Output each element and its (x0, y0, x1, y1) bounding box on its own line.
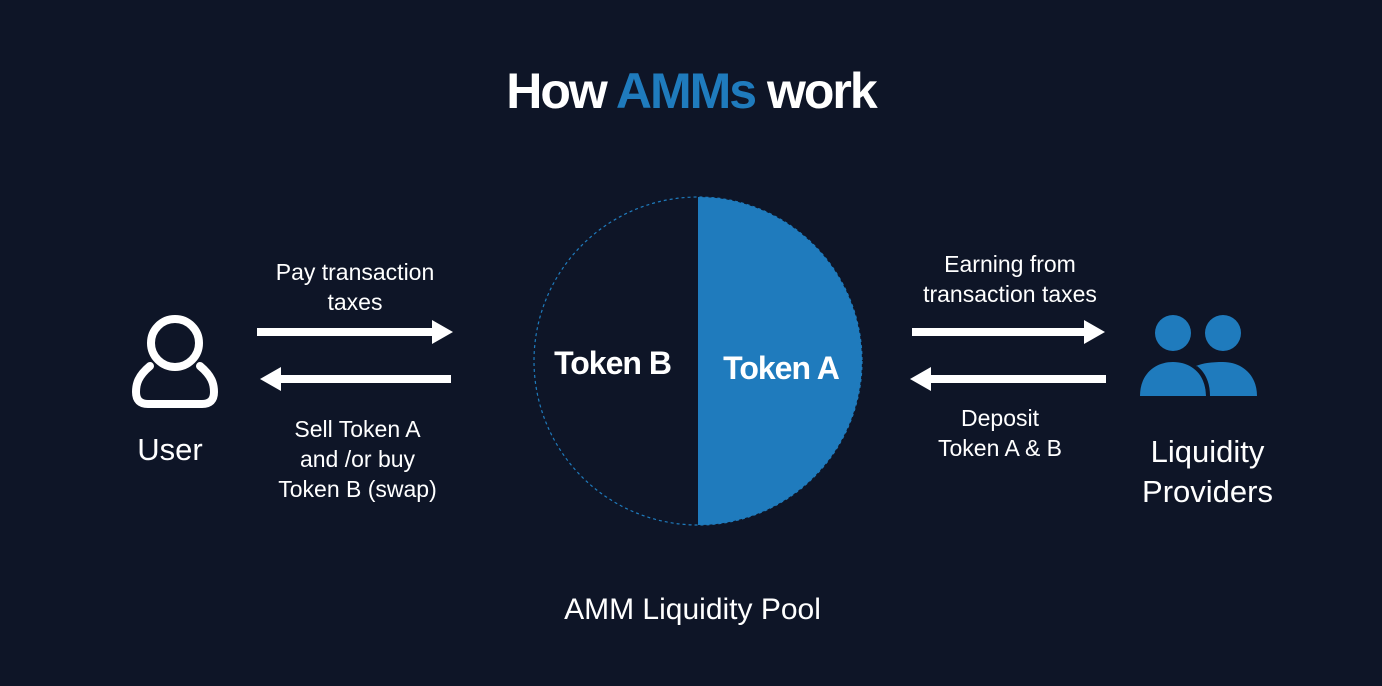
users-group-icon (1140, 315, 1257, 396)
pool-circle-outline (533, 196, 863, 526)
user-label: User (137, 432, 203, 467)
providers-label: Liquidity Providers (1115, 432, 1300, 512)
title-accent: AMMs (615, 63, 757, 119)
title-suffix: work (767, 63, 878, 119)
label-line: Token B (swap) (278, 476, 437, 502)
arrow-user-to-pool (257, 320, 453, 344)
token-b-label: Token B (554, 345, 672, 381)
page-title: How AMMs work (0, 62, 1382, 120)
label-line: Sell Token A (294, 416, 421, 442)
pool-label: AMM Liquidity Pool (564, 593, 821, 626)
label-line: taxes (327, 289, 383, 315)
token-a-label: Token A (723, 350, 840, 386)
label-line: and /or buy (299, 446, 416, 472)
swap-label: Sell Token A and /or buy Token B (swap) (245, 414, 470, 504)
label-line: Pay transaction (275, 259, 435, 285)
label-line: Liquidity (1150, 434, 1265, 469)
label-line: transaction taxes (923, 281, 1097, 307)
label-line: Earning from (944, 251, 1076, 277)
arrow-pool-to-user (260, 367, 451, 391)
arrow-providers-to-pool (910, 367, 1106, 391)
user-outline-icon (131, 315, 219, 408)
deposit-label: Deposit Token A & B (890, 403, 1110, 463)
pay-taxes-label: Pay transaction taxes (240, 257, 470, 317)
earning-label: Earning from transaction taxes (895, 249, 1125, 309)
label-line: Deposit (961, 405, 1039, 431)
label-line: Providers (1142, 474, 1273, 509)
pool-token-a-half (698, 197, 862, 525)
arrow-pool-to-providers (912, 320, 1105, 344)
title-prefix: How (506, 63, 608, 119)
label-line: Token A & B (937, 435, 1063, 461)
